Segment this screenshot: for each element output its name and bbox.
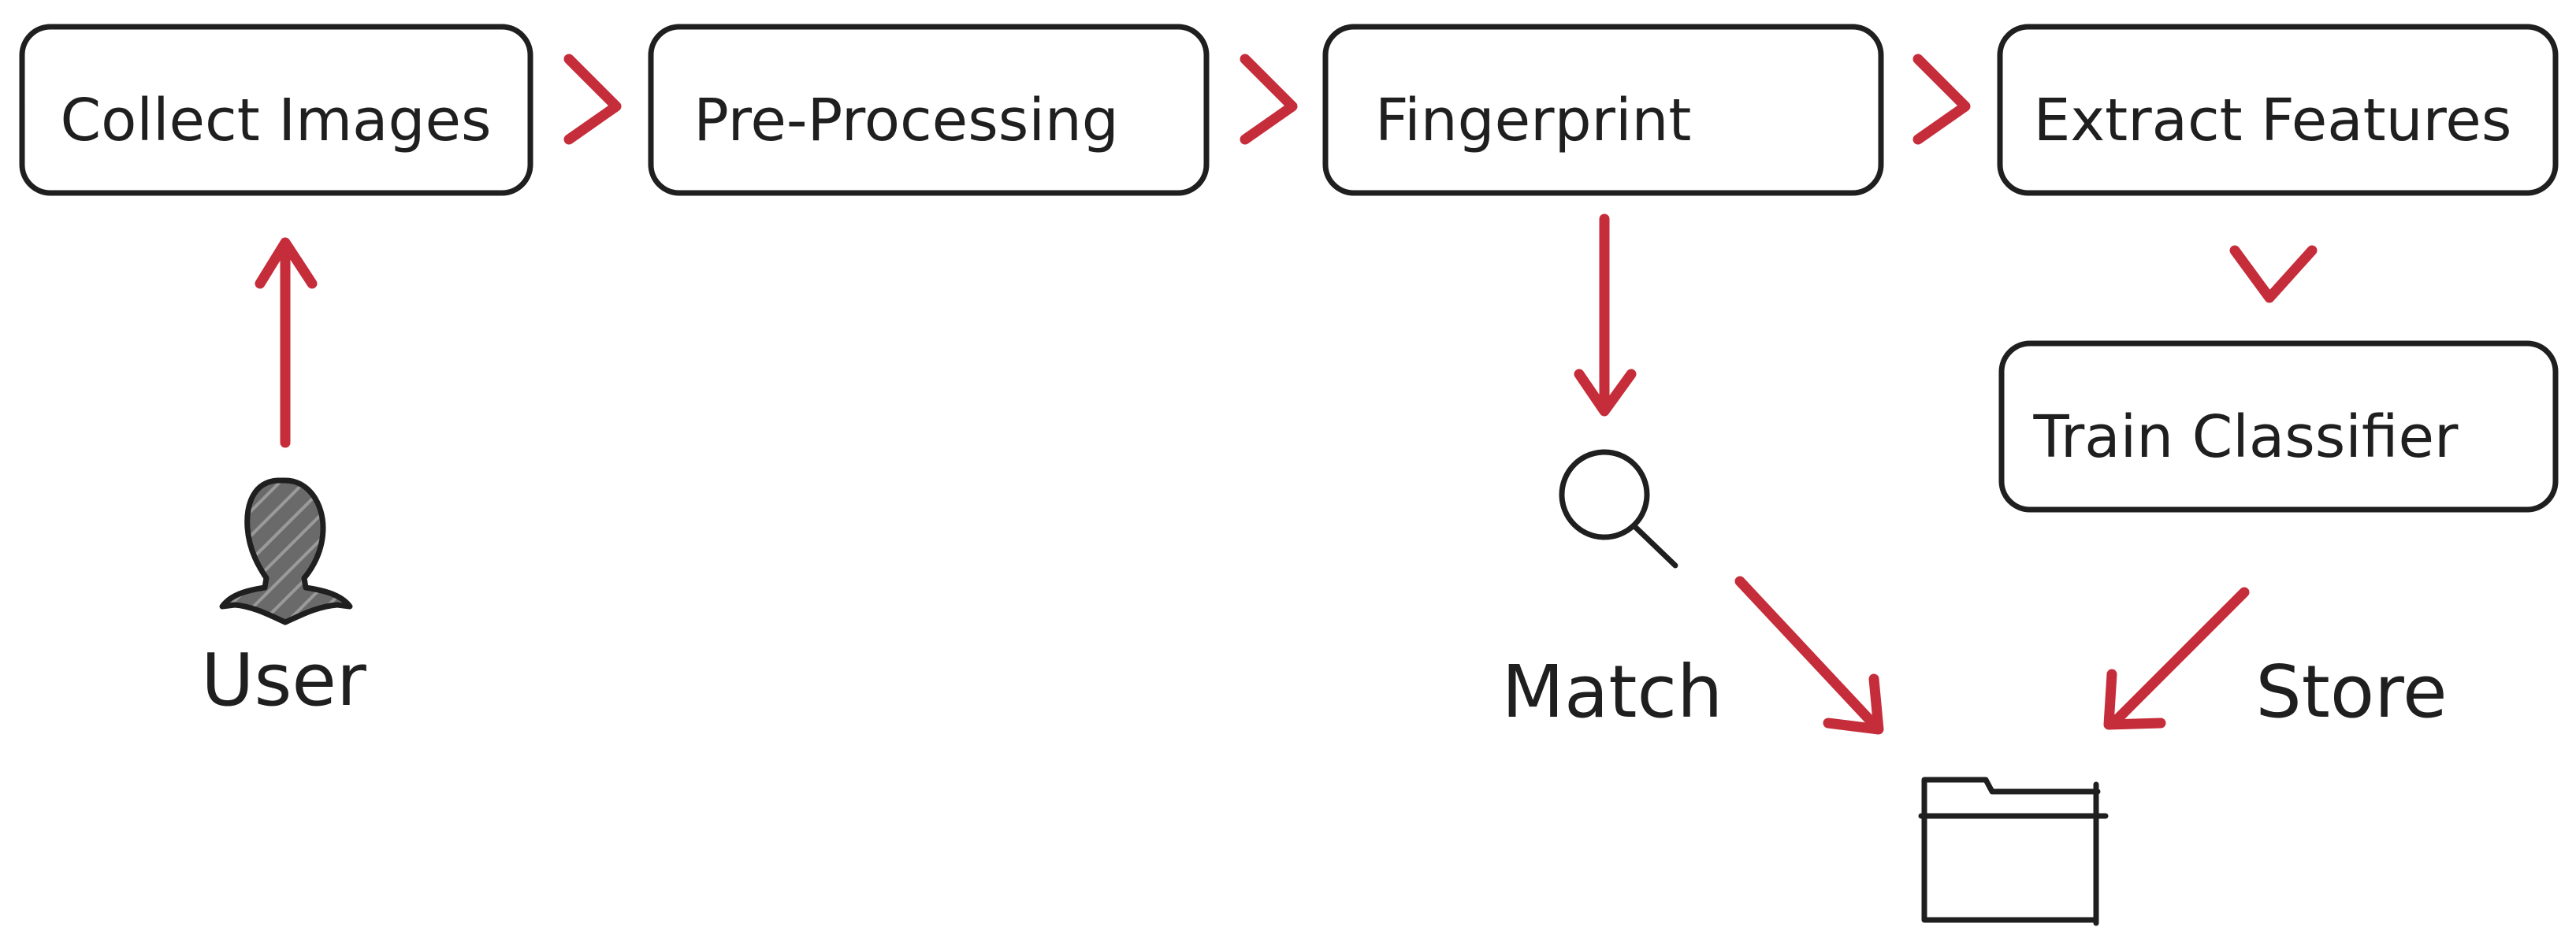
arrow-train-to-store bbox=[2103, 587, 2250, 730]
chevron-fingerprint-to-extract bbox=[1912, 54, 1971, 145]
magnifier-icon bbox=[1559, 449, 1678, 569]
arrow-match-to-store bbox=[1734, 576, 1884, 735]
node-fingerprint-label: Fingerprint bbox=[1375, 87, 1691, 154]
arrow-user-to-collect bbox=[255, 237, 318, 448]
node-train-classifier: Train Classifier bbox=[1998, 340, 2559, 513]
node-collect-images-label: Collect Images bbox=[60, 87, 491, 154]
chevron-collect-to-preprocess bbox=[563, 54, 622, 145]
user-label: User bbox=[201, 638, 366, 722]
node-extract-features: Extract Features bbox=[1997, 24, 2559, 196]
node-train-classifier-label: Train Classifier bbox=[2033, 403, 2459, 471]
folder-icon bbox=[1918, 777, 2109, 926]
node-pre-processing-label: Pre-Processing bbox=[693, 87, 1119, 154]
user-silhouette-icon bbox=[219, 477, 353, 625]
match-label: Match bbox=[1502, 650, 1723, 734]
node-pre-processing: Pre-Processing bbox=[648, 24, 1210, 196]
arrow-fingerprint-to-match bbox=[1574, 213, 1637, 417]
node-collect-images: Collect Images bbox=[19, 24, 533, 196]
chevron-preprocess-to-fingerprint bbox=[1240, 54, 1298, 145]
node-fingerprint: Fingerprint bbox=[1322, 24, 1884, 196]
chevron-extract-to-train bbox=[2229, 245, 2318, 303]
store-label: Store bbox=[2255, 650, 2447, 734]
node-extract-features-label: Extract Features bbox=[2034, 87, 2512, 154]
